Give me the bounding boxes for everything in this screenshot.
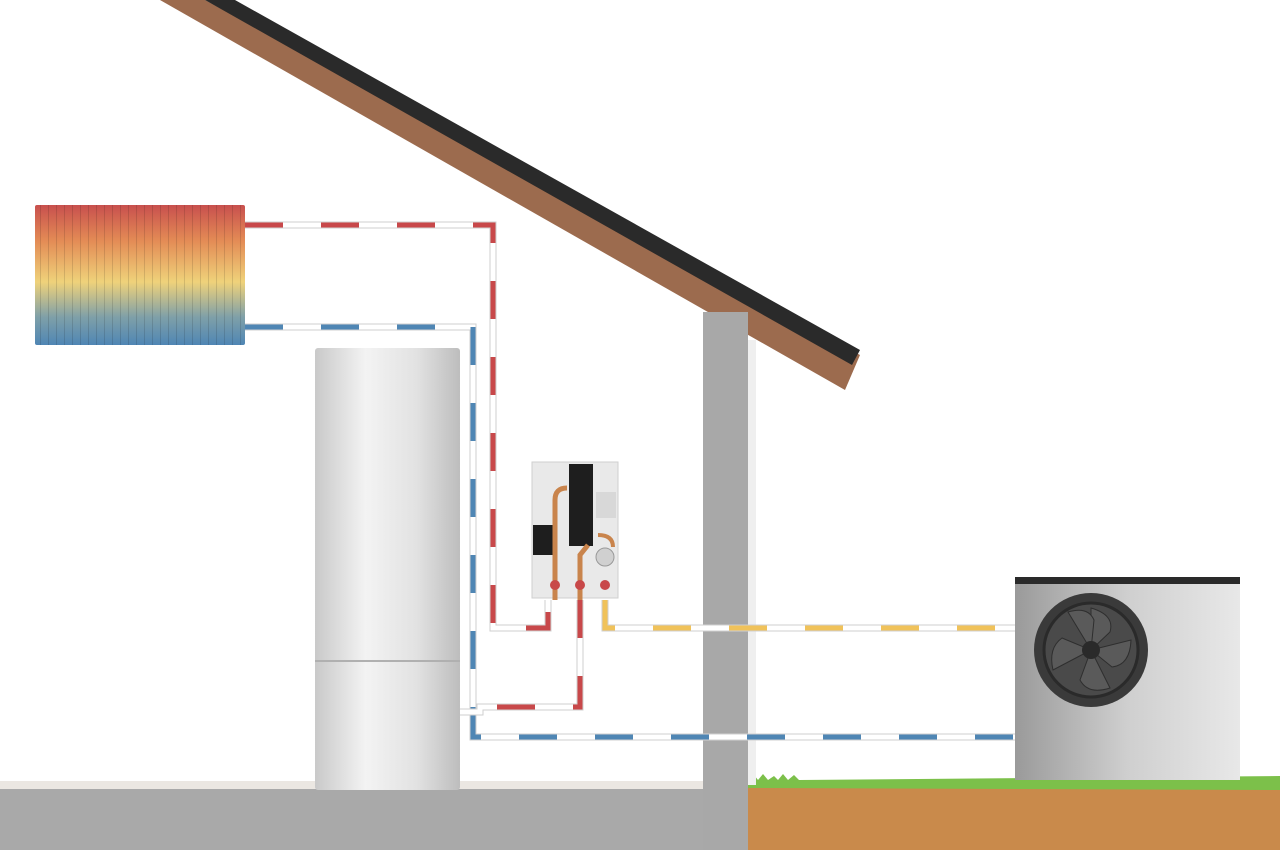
heat-pump-outdoor-unit bbox=[1015, 577, 1240, 780]
pipes bbox=[245, 221, 1015, 741]
wall-insulation bbox=[748, 340, 756, 785]
soil bbox=[748, 785, 1280, 850]
roof bbox=[160, 0, 860, 390]
fan-icon bbox=[1051, 607, 1132, 691]
hot-water-tank bbox=[315, 348, 460, 790]
exterior-wall bbox=[703, 312, 748, 850]
concrete-floor bbox=[0, 789, 748, 850]
hydraulic-module bbox=[531, 461, 619, 600]
radiator bbox=[35, 205, 245, 345]
tank-supply-pipe bbox=[460, 600, 584, 716]
heat-pump-link-pipe bbox=[601, 600, 1015, 632]
